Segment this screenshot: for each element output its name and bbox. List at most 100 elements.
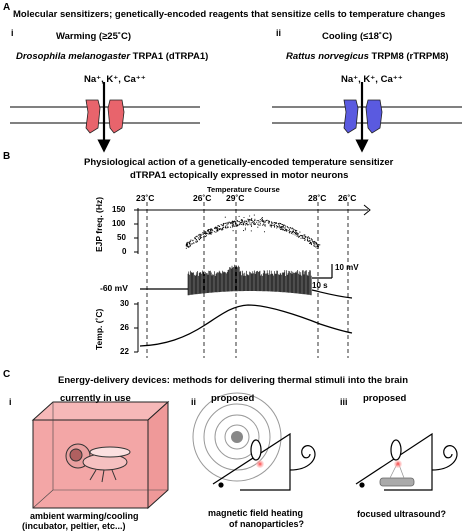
ejp-point xyxy=(287,226,289,229)
ejp-point xyxy=(290,232,293,234)
ejp-point xyxy=(313,245,315,247)
ejp-point xyxy=(203,236,205,238)
ejp-point xyxy=(250,230,252,232)
cooling-label: Cooling (≤18˚C) xyxy=(322,31,393,42)
panel-a-ii-roman: ii xyxy=(276,28,282,38)
warming-label: Warming (≥25˚C) xyxy=(56,31,132,42)
ejp-point xyxy=(199,239,201,241)
ejp-point xyxy=(194,237,196,239)
ejp-point xyxy=(272,224,274,226)
ejp-point xyxy=(253,214,255,216)
ejp-point xyxy=(250,219,252,221)
ejp-point xyxy=(232,221,234,223)
ejp-point xyxy=(314,241,316,243)
ejp-point xyxy=(193,242,195,244)
ejp-point xyxy=(262,221,264,223)
ejp-point xyxy=(240,221,242,224)
ejp-point xyxy=(230,223,232,225)
ejp-point xyxy=(248,220,250,222)
ejp-point xyxy=(261,218,263,220)
ejp-point xyxy=(276,227,278,229)
panel-b-subtitle: dTRPA1 ectopically expressed in motor ne… xyxy=(130,170,349,181)
ejp-point xyxy=(293,230,295,232)
ejp-point xyxy=(241,219,243,221)
ejp-point xyxy=(254,219,256,221)
ejp-point xyxy=(244,224,247,226)
ejp-point xyxy=(251,219,253,221)
ejp-point xyxy=(222,225,224,227)
ejp-point xyxy=(310,242,312,244)
ejp-point xyxy=(292,231,294,233)
ejp-point xyxy=(300,237,302,239)
ejp-point xyxy=(314,245,316,247)
ejp-tick-0: 0 xyxy=(122,247,127,256)
ejp-tick-150: 150 xyxy=(112,205,126,214)
magnet-source-icon xyxy=(231,431,243,443)
ejp-point xyxy=(286,226,288,228)
ejp-point xyxy=(239,222,241,224)
ejp-point xyxy=(316,243,318,245)
ejp-point xyxy=(315,246,317,248)
ejp-point xyxy=(296,235,298,237)
dtrpa1-label: TRPA1 (dTRPA1) xyxy=(132,51,209,62)
ejp-point xyxy=(271,221,273,223)
ejp-point xyxy=(257,223,259,225)
temperature-course-arrow xyxy=(138,204,371,216)
ejp-point xyxy=(249,215,251,217)
ejp-point xyxy=(276,225,278,228)
ejp-point xyxy=(264,223,266,226)
ejp-point xyxy=(217,227,219,229)
temp-axis xyxy=(134,302,139,353)
ejp-point xyxy=(286,230,288,232)
ejp-point xyxy=(195,241,197,243)
ejp-point xyxy=(217,224,219,227)
ejp-point xyxy=(236,224,238,226)
ejp-point xyxy=(248,219,251,221)
ejp-point xyxy=(262,224,264,226)
ejp-point xyxy=(195,236,197,238)
ejp-point xyxy=(278,225,280,227)
ejp-point xyxy=(213,227,216,230)
ejp-point xyxy=(219,225,221,227)
ejp-point xyxy=(216,226,218,228)
ejp-point xyxy=(186,243,188,245)
ejp-point xyxy=(233,225,235,228)
ejp-point xyxy=(232,223,234,225)
ejp-point xyxy=(250,219,252,222)
scale-bar xyxy=(312,264,333,279)
ejp-point xyxy=(282,224,284,226)
ejp-point xyxy=(202,232,204,234)
ejp-point xyxy=(295,232,297,234)
ultrasound-focus-spot xyxy=(394,460,402,468)
ejp-point xyxy=(313,242,315,244)
ejp-point xyxy=(231,224,233,226)
ejp-point xyxy=(203,232,205,235)
ejp-point xyxy=(272,222,274,224)
ejp-point xyxy=(250,225,253,227)
membrane-voltage-trace xyxy=(140,264,353,299)
ejp-point xyxy=(211,232,213,234)
magnetic-caption-2: of nanoparticles? xyxy=(229,519,305,529)
ejp-point xyxy=(258,221,260,223)
ejp-point xyxy=(206,230,209,232)
panel-c-letter: C xyxy=(3,369,11,380)
ejp-point xyxy=(241,222,243,224)
ejp-point xyxy=(204,235,206,237)
ejp-point xyxy=(246,222,248,224)
ejp-point xyxy=(201,233,203,235)
ejp-point xyxy=(294,234,296,236)
ejp-point xyxy=(268,222,270,225)
ejp-point xyxy=(279,223,281,225)
ejp-point xyxy=(231,222,233,224)
panel-c-ii-roman: ii xyxy=(191,397,197,407)
ejp-point xyxy=(222,223,224,225)
nanoparticle-heating-spot xyxy=(256,460,264,468)
drosophila-species: Drosophila melanogaster xyxy=(16,51,131,62)
ejp-point xyxy=(226,227,228,229)
ions-left: Na⁺, K⁺, Ca⁺⁺ xyxy=(84,74,146,85)
ejp-point xyxy=(317,246,320,248)
ejp-point xyxy=(274,224,276,226)
ejp-point xyxy=(243,230,245,232)
ejp-point xyxy=(280,228,282,230)
ejp-point xyxy=(209,232,211,235)
